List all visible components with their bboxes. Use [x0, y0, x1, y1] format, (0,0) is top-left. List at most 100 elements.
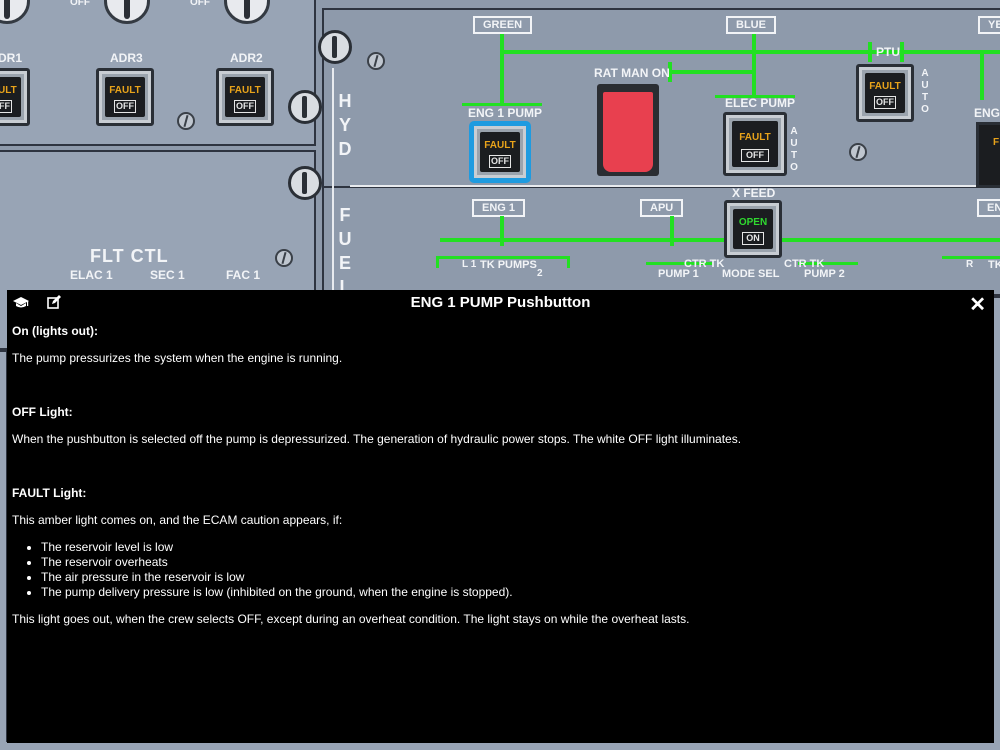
- edit-icon[interactable]: [47, 295, 61, 309]
- adr2-label: ADR2: [230, 51, 263, 65]
- r-tk-pumps-label: TK: [988, 259, 1000, 271]
- hyd-side-letter-d: D: [338, 139, 352, 159]
- eng2-pump-label: ENG: [974, 106, 1000, 120]
- fuel-apu-label: APU: [640, 199, 684, 217]
- l-tk-side-label: L 1: [462, 259, 477, 270]
- list-item: The pump delivery pressure is low (inhib…: [41, 585, 984, 600]
- flt-ctl-title: FLT CTL: [90, 246, 169, 266]
- list-item: The reservoir overheats: [41, 555, 984, 570]
- mode-sel-label: MODE SEL: [722, 268, 780, 280]
- adr1-pushbutton[interactable]: FAULT OFF: [0, 68, 30, 126]
- green-line: [715, 95, 795, 98]
- on-heading: On (lights out):: [12, 324, 98, 338]
- fault-light: FAULT: [869, 81, 901, 92]
- green-line: [567, 256, 570, 268]
- elec-pump-auto-letter: U: [790, 138, 798, 149]
- screw-icon: [849, 143, 867, 161]
- green-line: [500, 216, 504, 246]
- modal-title: ENG 1 PUMP Pushbutton: [410, 294, 591, 311]
- close-icon[interactable]: ✕: [969, 294, 986, 316]
- off-light: OFF: [741, 149, 769, 162]
- panel-latch-knob: [288, 90, 322, 124]
- ptu-auto-letter: U: [921, 80, 929, 91]
- eng1-pump-label: ENG 1 PUMP: [468, 106, 543, 120]
- fault-light: FAULT: [739, 132, 771, 143]
- green-line: [798, 262, 858, 265]
- fault-heading: FAULT Light:: [12, 486, 87, 500]
- off-heading: OFF Light:: [12, 405, 73, 419]
- panel-side-line: [332, 68, 334, 298]
- sec1-label: SEC 1: [150, 268, 185, 282]
- green-line: [440, 238, 730, 242]
- ptu-auto-letter: O: [921, 104, 929, 115]
- fuel-side-letter-f: F: [339, 205, 351, 225]
- green-line: [900, 42, 904, 62]
- fault-light: FAULT: [109, 85, 141, 96]
- fault-outro: This light goes out, when the crew selec…: [12, 612, 690, 626]
- yellow-system-label: YE: [978, 16, 1000, 34]
- rat-man-on-label: RAT MAN ON: [594, 66, 670, 80]
- elec-pump-auto-letter: O: [790, 162, 798, 173]
- blue-system-label: BLUE: [726, 16, 776, 34]
- x-feed-label: X FEED: [732, 186, 776, 200]
- off-light: OFF: [874, 96, 896, 109]
- fault-light: FAULT: [0, 85, 17, 96]
- ptu-label: PTU: [876, 45, 900, 59]
- eng2-pump-pushbutton[interactable]: F: [976, 122, 1000, 188]
- off-light: OFF: [0, 100, 12, 113]
- l-tk-pump2-label: 2: [537, 268, 543, 279]
- rat-man-on-guard[interactable]: [597, 84, 659, 176]
- panel-divider: [350, 185, 1000, 187]
- green-line: [868, 42, 872, 62]
- adr3-pushbutton[interactable]: FAULT OFF: [96, 68, 154, 126]
- elec-pump-label: ELEC PUMP: [725, 96, 796, 110]
- off-light: OFF: [234, 100, 256, 113]
- fuel-side-letter-u: U: [338, 229, 352, 249]
- green-line: [462, 103, 542, 106]
- top-off-label-1: OFF: [70, 0, 90, 8]
- off-text: When the pushbutton is selected off the …: [12, 432, 742, 446]
- r-tk-label: R: [966, 259, 974, 270]
- open-light: OPEN: [738, 217, 768, 228]
- off-light: OFF: [114, 100, 136, 113]
- elec-pump-auto-letter: T: [790, 150, 798, 161]
- panel-latch-knob: [318, 30, 352, 64]
- green-line: [500, 34, 504, 104]
- green-system-label: GREEN: [473, 16, 533, 34]
- top-off-label-2: OFF: [190, 0, 210, 8]
- fuel-eng2-label: EN: [977, 199, 1000, 217]
- ctr-tk-pump1-label-b: PUMP 1: [658, 268, 699, 280]
- adr3-label: ADR3: [110, 51, 143, 65]
- ctr-tk-pump2-label-a: CTR TK: [784, 258, 825, 270]
- fuel-side-letter-l: L: [339, 277, 351, 297]
- ptu-pushbutton[interactable]: FAULT OFF: [856, 64, 914, 122]
- graduation-cap-icon[interactable]: [13, 296, 29, 310]
- modal-content: On (lights out): The pump pressurizes th…: [12, 324, 984, 627]
- green-line: [752, 34, 756, 96]
- green-line: [436, 256, 570, 259]
- fac1-label: FAC 1: [226, 268, 261, 282]
- screw-icon: [367, 52, 385, 70]
- adr2-pushbutton[interactable]: FAULT OFF: [216, 68, 274, 126]
- hyd-side-letter-y: Y: [338, 115, 351, 135]
- fault-light: FAULT: [229, 85, 261, 96]
- ptu-auto-letter: A: [921, 68, 929, 79]
- l-tk-pumps-label: TK PUMPS: [480, 259, 537, 271]
- elec-pump-pushbutton[interactable]: FAULT OFF: [723, 112, 787, 176]
- green-line: [668, 70, 754, 74]
- elec-pump-auto-letter: A: [790, 126, 798, 137]
- list-item: The reservoir level is low: [41, 540, 984, 555]
- green-line: [670, 216, 674, 246]
- fuel-side-letter-e: E: [338, 253, 351, 273]
- green-line: [500, 50, 1000, 54]
- info-modal: ENG 1 PUMP Pushbutton ✕ On (lights out):…: [7, 290, 994, 743]
- list-item: The air pressure in the reservoir is low: [41, 570, 984, 585]
- green-line: [780, 238, 1000, 242]
- screw-icon: [177, 112, 195, 130]
- fault-intro: This amber light comes on, and the ECAM …: [12, 513, 343, 527]
- fault-light: F: [993, 137, 1000, 148]
- adr1-label: DR1: [0, 51, 23, 65]
- elac1-label: ELAC 1: [70, 268, 113, 282]
